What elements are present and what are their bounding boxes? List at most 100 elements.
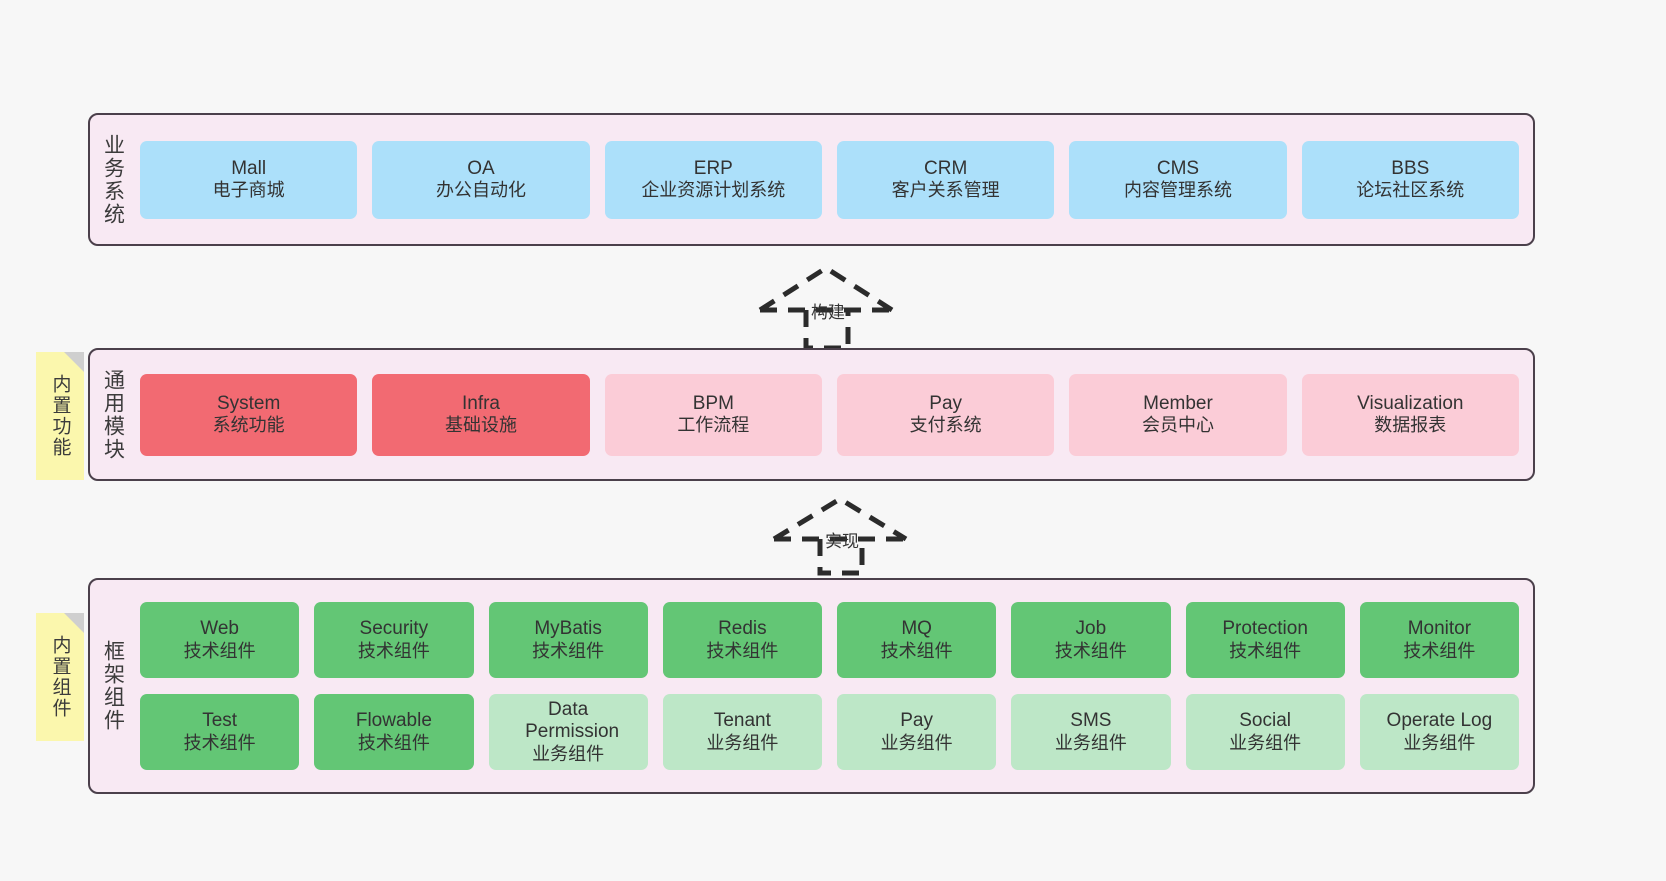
sticky-note-label: 内置功能 <box>49 374 71 458</box>
node-title: Infra <box>461 392 500 414</box>
node-pay-component[interactable]: Pay 业务组件 <box>837 694 997 770</box>
node-subtitle: 业务组件 <box>706 732 779 753</box>
node-mq[interactable]: MQ 技术组件 <box>837 602 997 678</box>
node-subtitle: 技术组件 <box>532 640 605 661</box>
node-subtitle: 支付系统 <box>909 415 982 436</box>
node-subtitle: 论坛社区系统 <box>1356 180 1465 201</box>
connector-implement-label: 实现 <box>825 532 859 551</box>
node-subtitle: 技术组件 <box>357 640 430 661</box>
implement-arrow-icon <box>772 496 908 576</box>
node-protection[interactable]: Protection 技术组件 <box>1185 602 1345 678</box>
node-title: BPM <box>692 392 734 414</box>
node-subtitle: 技术组件 <box>880 640 953 661</box>
node-web[interactable]: Web 技术组件 <box>140 602 300 678</box>
node-row: System 系统功能 Infra 基础设施 BPM 工作流程 Pay 支付系统… <box>140 373 1519 456</box>
node-monitor[interactable]: Monitor 技术组件 <box>1359 602 1519 678</box>
layer-title-business-system: 业务系统 <box>101 133 125 226</box>
node-subtitle: 系统功能 <box>212 415 285 436</box>
node-subtitle: 基础设施 <box>444 415 517 436</box>
node-subtitle: 工作流程 <box>677 415 750 436</box>
node-operate-log[interactable]: Operate Log 业务组件 <box>1359 694 1519 770</box>
node-security[interactable]: Security 技术组件 <box>314 602 474 678</box>
layer-framework-component: 框架组件 Web 技术组件 Security 技术组件 MyBatis 技术组件… <box>88 578 1535 794</box>
node-title: BBS <box>1391 157 1430 179</box>
node-subtitle: 会员中心 <box>1141 415 1214 436</box>
node-cms[interactable]: CMS 内容管理系统 <box>1069 140 1287 219</box>
node-subtitle: 技术组件 <box>357 732 430 753</box>
node-row: Web 技术组件 Security 技术组件 MyBatis 技术组件 Redi… <box>140 602 1519 678</box>
node-row: Mall 电子商城 OA 办公自动化 ERP 企业资源计划系统 CRM 客户关系… <box>140 140 1519 219</box>
node-pay[interactable]: Pay 支付系统 <box>836 373 1055 456</box>
node-subtitle: 业务组件 <box>1229 732 1302 753</box>
layer-body-framework-component: Web 技术组件 Security 技术组件 MyBatis 技术组件 Redi… <box>136 580 1533 792</box>
node-title: Mall <box>231 157 267 179</box>
node-flowable[interactable]: Flowable 技术组件 <box>314 694 474 770</box>
node-bpm[interactable]: BPM 工作流程 <box>604 373 822 456</box>
node-subtitle: 技术组件 <box>1403 640 1476 661</box>
node-subtitle: 客户关系管理 <box>891 180 1000 201</box>
node-system[interactable]: System 系统功能 <box>140 373 358 456</box>
layer-business-system: 业务系统 Mall 电子商城 OA 办公自动化 ERP 企业资源计划系统 CRM… <box>88 113 1535 246</box>
node-redis[interactable]: Redis 技术组件 <box>662 602 822 678</box>
node-title: Pay <box>900 710 933 732</box>
node-title: Member <box>1143 392 1213 414</box>
node-title: System <box>216 392 281 414</box>
node-bbs[interactable]: BBS 论坛社区系统 <box>1301 140 1519 219</box>
node-subtitle: 技术组件 <box>1054 640 1127 661</box>
node-infra[interactable]: Infra 基础设施 <box>372 373 590 456</box>
node-test[interactable]: Test 技术组件 <box>140 694 300 770</box>
node-title: Security <box>359 618 429 640</box>
layer-body-common-module: System 系统功能 Infra 基础设施 BPM 工作流程 Pay 支付系统… <box>136 350 1533 479</box>
node-title: Test <box>202 710 238 732</box>
node-subtitle: 技术组件 <box>183 732 256 753</box>
node-title: Web <box>200 618 239 640</box>
layer-body-business-system: Mall 电子商城 OA 办公自动化 ERP 企业资源计划系统 CRM 客户关系… <box>136 115 1533 244</box>
node-title: Monitor <box>1407 618 1472 640</box>
layer-common-module: 通用模块 System 系统功能 Infra 基础设施 BPM 工作流程 Pay… <box>88 348 1535 481</box>
node-title: Flowable <box>355 710 432 732</box>
node-row: Test 技术组件 Flowable 技术组件 Data Permission … <box>140 694 1519 770</box>
node-sms[interactable]: SMS 业务组件 <box>1011 694 1171 770</box>
node-subtitle: 办公自动化 <box>435 180 526 201</box>
node-subtitle: 业务组件 <box>1054 732 1127 753</box>
node-title: Social <box>1239 710 1291 732</box>
node-mybatis[interactable]: MyBatis 技术组件 <box>488 602 648 678</box>
node-title: Redis <box>718 618 767 640</box>
node-subtitle: 业务组件 <box>532 743 605 764</box>
node-member[interactable]: Member 会员中心 <box>1069 373 1287 456</box>
layer-title-framework-component: 框架组件 <box>101 640 125 732</box>
node-data-permission[interactable]: Data Permission 业务组件 <box>488 694 648 770</box>
node-visualization[interactable]: Visualization 数据报表 <box>1301 373 1519 456</box>
node-title: Protection <box>1222 618 1308 640</box>
node-social[interactable]: Social 业务组件 <box>1185 694 1345 770</box>
node-tenant[interactable]: Tenant 业务组件 <box>662 694 822 770</box>
node-title: Job <box>1075 618 1107 640</box>
node-job[interactable]: Job 技术组件 <box>1011 602 1171 678</box>
connector-build: 构建 <box>758 262 898 351</box>
node-title: SMS <box>1070 710 1112 732</box>
node-title: Pay <box>929 392 963 414</box>
node-subtitle: 内容管理系统 <box>1123 180 1232 201</box>
fold-corner-icon <box>64 613 84 633</box>
node-erp[interactable]: ERP 企业资源计划系统 <box>604 140 822 219</box>
node-subtitle: 业务组件 <box>1403 732 1476 753</box>
node-oa[interactable]: OA 办公自动化 <box>372 140 590 219</box>
node-title: MQ <box>901 618 932 640</box>
node-subtitle: 技术组件 <box>706 640 779 661</box>
node-mall[interactable]: Mall 电子商城 <box>140 140 358 219</box>
node-title: Data Permission <box>525 698 620 743</box>
node-subtitle: 电子商城 <box>212 180 285 201</box>
connector-implement: 实现 <box>772 495 912 576</box>
node-title: OA <box>467 157 495 179</box>
node-title: Visualization <box>1357 392 1464 414</box>
node-subtitle: 技术组件 <box>1229 640 1302 661</box>
sticky-note-label: 内置组件 <box>49 635 71 719</box>
sticky-note-builtin-component: 内置组件 <box>36 613 84 741</box>
node-crm[interactable]: CRM 客户关系管理 <box>836 140 1055 219</box>
connector-build-label: 构建 <box>811 303 845 322</box>
node-title: Operate Log <box>1386 710 1493 732</box>
node-title: Tenant <box>713 710 771 732</box>
node-subtitle: 数据报表 <box>1374 415 1447 436</box>
node-title: MyBatis <box>534 618 602 640</box>
